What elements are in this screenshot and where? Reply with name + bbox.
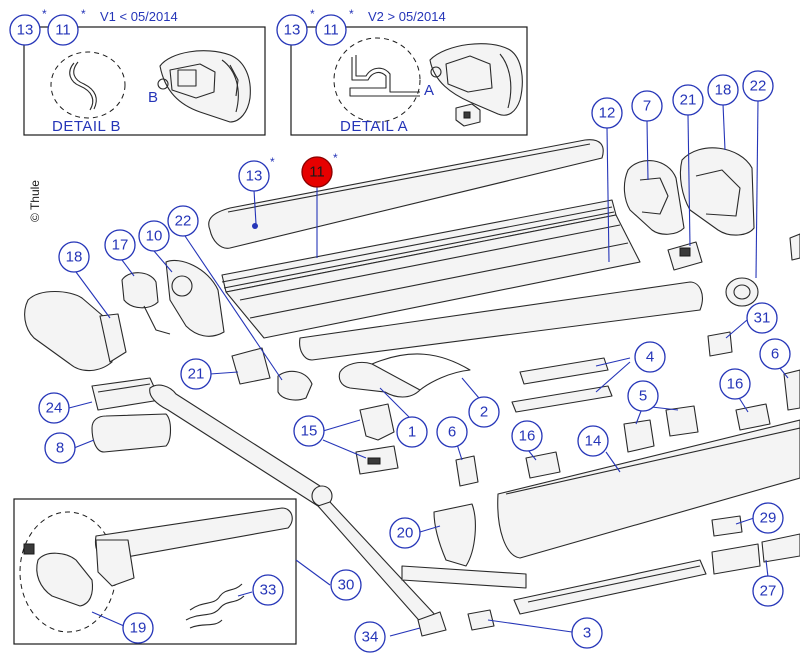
callout-1: 1 — [396, 416, 428, 448]
detail-a-label: DETAIL A — [340, 118, 408, 135]
callout-number: 29 — [760, 510, 777, 527]
callout-number: 33 — [260, 582, 277, 599]
detail-a-callout-11: 11 * — [315, 7, 354, 46]
copyright-text: © Thule — [28, 180, 42, 222]
svg-text:*: * — [349, 7, 354, 21]
detail-b-callout-11: 11 * — [47, 7, 86, 46]
callout-number: 6 — [448, 424, 456, 441]
callout-34: 34 — [354, 621, 386, 653]
callout-number: 12 — [599, 105, 616, 122]
callout-15: 15 — [293, 415, 325, 447]
callout-17: 17 — [104, 229, 136, 261]
callout-30: 30 — [330, 569, 362, 601]
svg-text:*: * — [310, 7, 315, 21]
svg-text:11: 11 — [55, 22, 71, 39]
callout-14: 14 — [577, 425, 609, 457]
callout-33: 33 — [252, 574, 284, 606]
callout-27: 27 — [752, 575, 784, 607]
callout-number: 24 — [46, 400, 63, 417]
callout-29: 29 — [752, 502, 784, 534]
callout-star: * — [333, 151, 338, 165]
callout-4: 4 — [634, 341, 666, 373]
callout-number: 16 — [519, 428, 536, 445]
callout-number: 27 — [760, 583, 777, 600]
detail-a-panel: A DETAIL A 13 * 11 * V2 > 05/2014 — [276, 7, 528, 136]
callout-number: 2 — [480, 404, 488, 421]
callout-16: 16 — [511, 420, 543, 452]
callout-star: * — [270, 155, 275, 169]
callout-19: 19 — [122, 612, 154, 644]
detail-b-label: DETAIL B — [52, 118, 121, 135]
callout-31: 31 — [746, 302, 778, 334]
svg-text:11: 11 — [323, 22, 339, 39]
callout-number: 30 — [338, 577, 355, 594]
callout-number: 22 — [175, 213, 192, 230]
callout-number: 14 — [585, 433, 602, 450]
callout-22: 22 — [742, 70, 774, 102]
callout-number: 6 — [771, 346, 779, 363]
callout-number: 10 — [146, 228, 163, 245]
detail-a-callout-13: 13 * — [276, 7, 315, 46]
callout-11: 11 * — [301, 151, 338, 188]
callout-number: 7 — [643, 98, 651, 115]
callout-number: 11 — [309, 164, 325, 181]
callout-24: 24 — [38, 392, 70, 424]
callout-number: 21 — [188, 366, 205, 383]
svg-text:*: * — [81, 7, 86, 21]
callout-20: 20 — [389, 517, 421, 549]
callout-number: 4 — [646, 349, 654, 366]
callout-number: 3 — [583, 625, 591, 642]
callout-number: 18 — [66, 249, 83, 266]
callout-6: 6 — [436, 416, 468, 448]
motor-detail-panel — [13, 498, 297, 645]
callout-21: 21 — [672, 84, 704, 116]
detail-b-version: V1 < 05/2014 — [100, 9, 178, 24]
callout-number: 5 — [639, 388, 647, 405]
callout-5: 5 — [627, 380, 659, 412]
callout-18: 18 — [58, 241, 90, 273]
svg-text:13: 13 — [17, 22, 34, 39]
callout-10: 10 — [138, 220, 170, 252]
callout-3: 3 — [571, 617, 603, 649]
callout-number: 20 — [397, 525, 414, 542]
parts-line-art — [24, 139, 800, 637]
callout-22: 22 — [167, 205, 199, 237]
svg-text:13: 13 — [284, 22, 301, 39]
endcap-illustration-b — [159, 50, 251, 123]
callout-number: 34 — [362, 629, 379, 646]
callout-13: 13 * — [238, 155, 275, 192]
callout-21: 21 — [180, 358, 212, 390]
callout-number: 13 — [246, 168, 263, 185]
detail-b-panel: B DETAIL B 13 * 11 * V1 < 05/2014 — [9, 7, 266, 136]
callout-8: 8 — [44, 432, 76, 464]
callout-7: 7 — [631, 90, 663, 122]
detail-a-letter: A — [424, 82, 435, 99]
callout-number: 22 — [750, 78, 767, 95]
detail-b-callout-13: 13 * — [9, 7, 47, 46]
detail-b-letter: B — [148, 89, 159, 106]
callout-16: 16 — [719, 368, 751, 400]
callout-number: 15 — [301, 423, 318, 440]
callout-number: 8 — [56, 440, 64, 457]
callout-12: 12 — [591, 97, 623, 129]
callout-2: 2 — [468, 396, 500, 428]
callout-18: 18 — [707, 74, 739, 106]
callout-number: 1 — [408, 424, 416, 441]
callout-number: 31 — [754, 310, 771, 327]
callout-number: 17 — [112, 237, 129, 254]
endcap-illustration-a — [429, 43, 523, 116]
callout-number: 21 — [680, 92, 697, 109]
callout-number: 18 — [715, 82, 732, 99]
detail-a-version: V2 > 05/2014 — [368, 9, 446, 24]
svg-text:*: * — [42, 7, 47, 21]
callout-number: 16 — [727, 376, 744, 393]
callout-number: 19 — [130, 620, 147, 637]
callout-6: 6 — [759, 338, 791, 370]
